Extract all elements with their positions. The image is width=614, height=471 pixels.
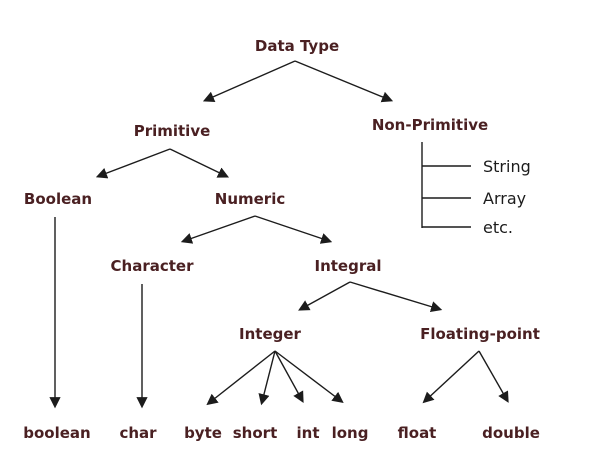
nonprimitive-item-string: String — [483, 157, 531, 176]
leaf-char: char — [119, 424, 157, 442]
leaf-short: short — [232, 424, 278, 442]
node-boolean: Boolean — [23, 190, 93, 208]
edge-primitive-numeric — [169, 148, 230, 178]
node-numeric: Numeric — [214, 190, 286, 208]
leaf-long: long — [331, 424, 369, 442]
edge-integer-long — [274, 350, 344, 404]
node-floating-point: Floating-point — [420, 325, 540, 343]
node-integral: Integral — [314, 257, 382, 275]
edge-integer-int — [274, 350, 304, 403]
node-data-type: Data Type — [254, 37, 340, 55]
edge-integer-short — [258, 350, 276, 406]
nonprimitive-item-etc: etc. — [483, 218, 513, 237]
leaf-double: double — [482, 424, 540, 442]
node-non-primitive: Non-Primitive — [371, 116, 489, 134]
edge-numeric-integral — [254, 215, 333, 244]
edge-integer-byte — [206, 350, 276, 406]
edge-numeric-character — [180, 215, 256, 244]
node-primitive: Primitive — [133, 122, 211, 140]
edge-floatingpoint-double — [478, 350, 509, 403]
edge-integral-floatingpoint — [349, 281, 443, 313]
edge-datatype-primitive — [202, 60, 296, 102]
nonprimitive-item-array: Array — [483, 189, 527, 208]
edge-primitive-boolean — [95, 148, 171, 179]
edge-floatingpoint-float — [422, 350, 480, 404]
leaf-byte: byte — [184, 424, 222, 442]
leaf-float: float — [397, 424, 437, 442]
edge-integral-integer — [298, 281, 351, 311]
leaf-boolean: boolean — [23, 424, 91, 442]
node-integer: Integer — [239, 325, 301, 343]
node-character: Character — [110, 257, 194, 275]
edge-datatype-nonprimitive — [294, 60, 394, 103]
leaf-int: int — [296, 424, 320, 442]
